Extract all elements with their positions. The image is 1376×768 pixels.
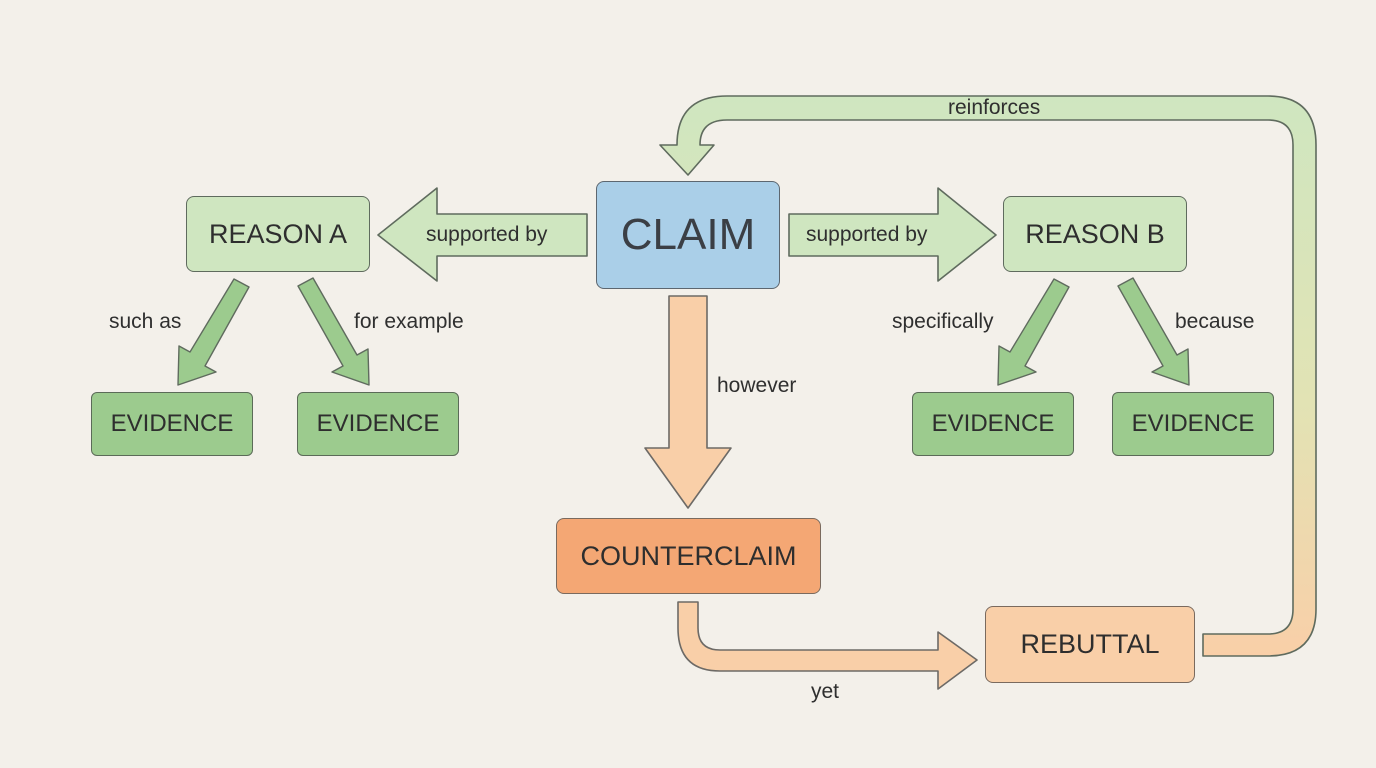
claim-label: CLAIM xyxy=(620,210,756,259)
reinforces-label: reinforces xyxy=(948,96,1041,119)
reinforces-arrow xyxy=(659,95,1317,657)
evidence-b1-node: EVIDENCE xyxy=(912,392,1074,456)
supported-by-left-label: supported by xyxy=(426,223,548,246)
supported-by-left-arrow xyxy=(377,187,588,282)
evidence-a1-label: EVIDENCE xyxy=(110,410,234,437)
because-arrow xyxy=(1117,277,1190,386)
evidence-a2-label: EVIDENCE xyxy=(316,410,440,437)
reason-a-label: REASON A xyxy=(208,218,348,249)
reason-b-label: REASON B xyxy=(1025,218,1165,249)
for-example-arrow xyxy=(297,277,370,386)
counterclaim-node: COUNTERCLAIM xyxy=(556,518,821,594)
supported-by-right-arrow xyxy=(788,187,997,282)
reason-a-node: REASON A xyxy=(186,196,370,272)
rebuttal-label: REBUTTAL xyxy=(1020,629,1160,659)
because-label: because xyxy=(1175,310,1255,333)
specifically-label: specifically xyxy=(892,310,994,333)
however-arrow xyxy=(644,295,732,509)
specifically-arrow xyxy=(997,278,1070,386)
evidence-b2-label: EVIDENCE xyxy=(1131,410,1255,437)
evidence-a2-node: EVIDENCE xyxy=(297,392,459,456)
however-label: however xyxy=(717,374,797,397)
such-as-arrow xyxy=(177,278,250,386)
such-as-label: such as xyxy=(109,310,182,333)
yet-arrow xyxy=(677,601,978,690)
evidence-a1-node: EVIDENCE xyxy=(91,392,253,456)
evidence-b2-node: EVIDENCE xyxy=(1112,392,1274,456)
claim-node: CLAIM xyxy=(596,181,780,289)
evidence-b1-label: EVIDENCE xyxy=(931,410,1055,437)
yet-label: yet xyxy=(811,680,840,703)
reason-b-node: REASON B xyxy=(1003,196,1187,272)
counterclaim-label: COUNTERCLAIM xyxy=(580,540,797,571)
for-example-label: for example xyxy=(354,310,464,333)
supported-by-right-label: supported by xyxy=(806,223,928,246)
rebuttal-node: REBUTTAL xyxy=(985,606,1195,683)
